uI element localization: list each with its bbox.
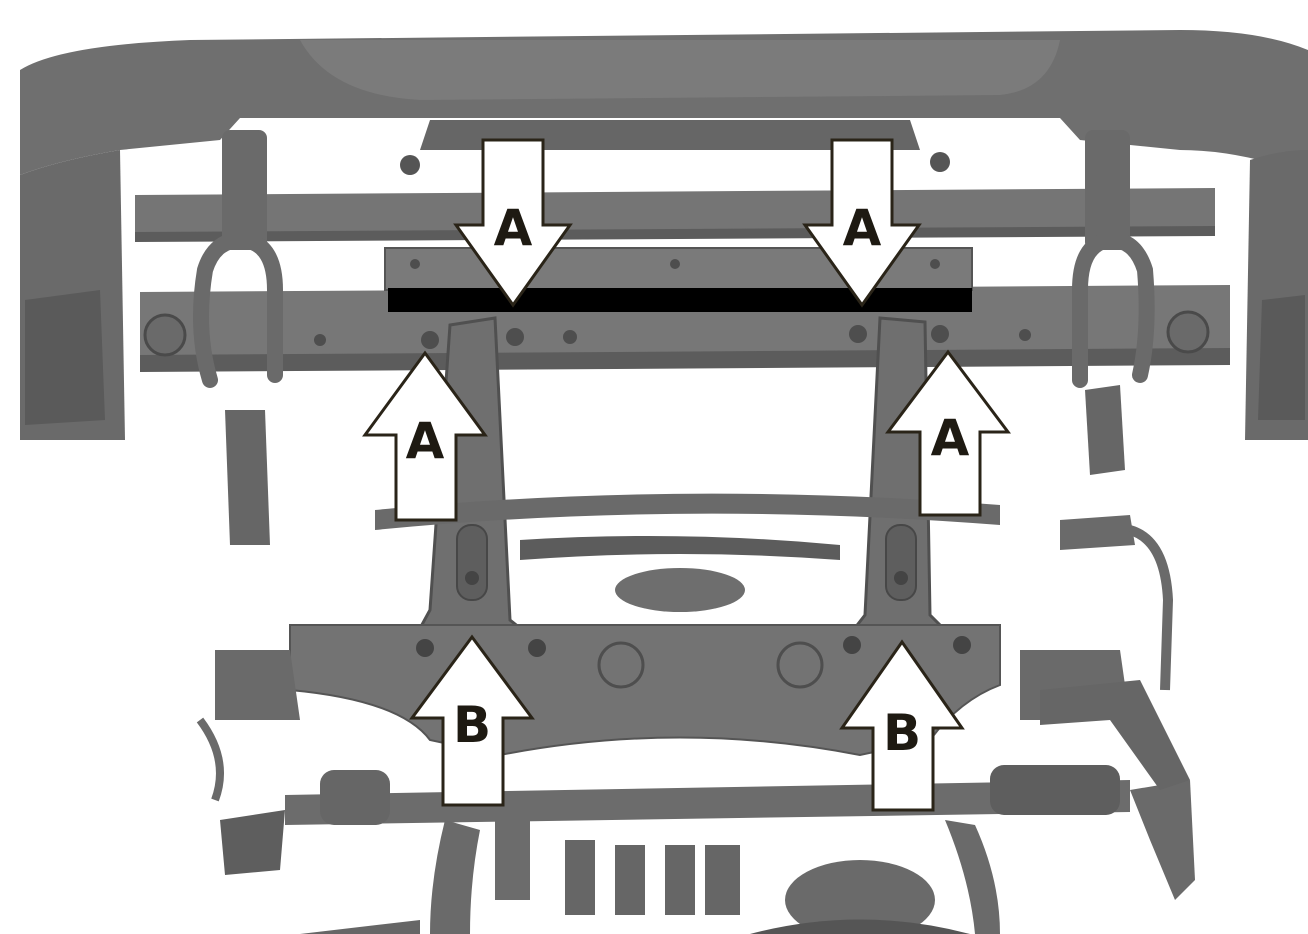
- callout-label-b1: B: [453, 696, 491, 754]
- callout-label-a3: A: [406, 412, 445, 470]
- callout-arrow-b1: B: [409, 634, 535, 807]
- callout-label-a1: A: [494, 199, 533, 257]
- callout-arrow-a4: A: [885, 349, 1011, 517]
- upper-crossbar: [135, 130, 1215, 250]
- callout-arrow-a3: A: [362, 350, 488, 522]
- mid-cross-tube: [375, 493, 1000, 612]
- callout-arrow-a2: A: [802, 138, 922, 308]
- callout-label-a4: A: [931, 409, 970, 467]
- callout-label-a2: A: [843, 199, 882, 257]
- callout-arrow-a1: A: [453, 138, 573, 308]
- callout-label-b2: B: [883, 704, 921, 762]
- side-suspension: [196, 385, 1190, 875]
- skid-plate-black-bar: [388, 288, 972, 312]
- callout-arrow-b2: B: [839, 639, 965, 812]
- vertical-frame-brackets: [397, 316, 979, 667]
- lower-engine-parts: [300, 815, 1000, 934]
- tow-hooks: [193, 231, 1155, 388]
- bumper-cover: [20, 30, 1308, 440]
